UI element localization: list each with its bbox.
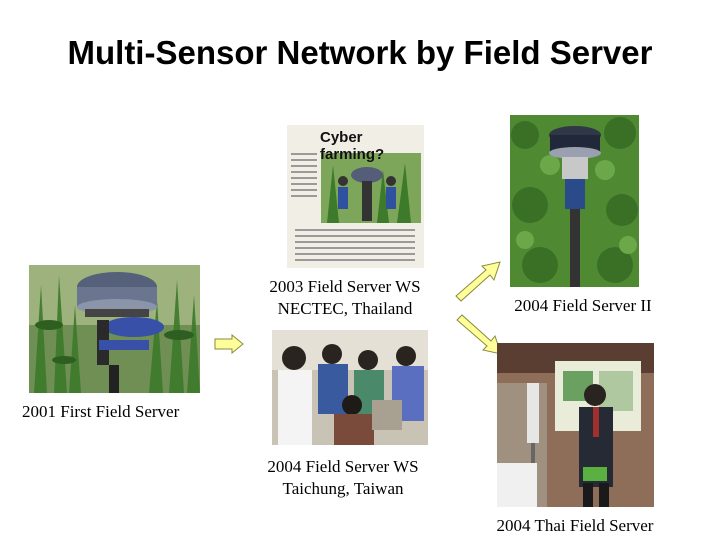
arrow-up-right-icon xyxy=(452,258,504,304)
taichung-group-photo xyxy=(272,330,428,445)
field-server-ii-photo xyxy=(510,115,639,287)
cyber-farming-newspaper-photo: Cyber farming? xyxy=(287,125,424,268)
newspaper-headline: Cyber farming? xyxy=(320,129,385,163)
arrow-right-icon xyxy=(214,334,244,354)
caption-thai-field-server: 2004 Thai Field Server xyxy=(496,516,654,535)
caption-first-field-server: 2001 First Field Server xyxy=(22,402,180,421)
thai-field-server-photo xyxy=(497,343,654,507)
caption-field-server-ii: 2004 Field Server II xyxy=(514,296,652,315)
slide-title: Multi-Sensor Network by Field Server xyxy=(67,34,653,71)
caption-ws-taichung-line2: Taichung, Taiwan xyxy=(282,479,404,498)
first-field-server-photo xyxy=(29,265,200,393)
caption-ws-nectec-line2: NECTEC, Thailand xyxy=(277,299,413,318)
caption-ws-taichung-line1: 2004 Field Server WS xyxy=(267,457,419,476)
caption-ws-nectec-line1: 2003 Field Server WS xyxy=(269,277,421,296)
